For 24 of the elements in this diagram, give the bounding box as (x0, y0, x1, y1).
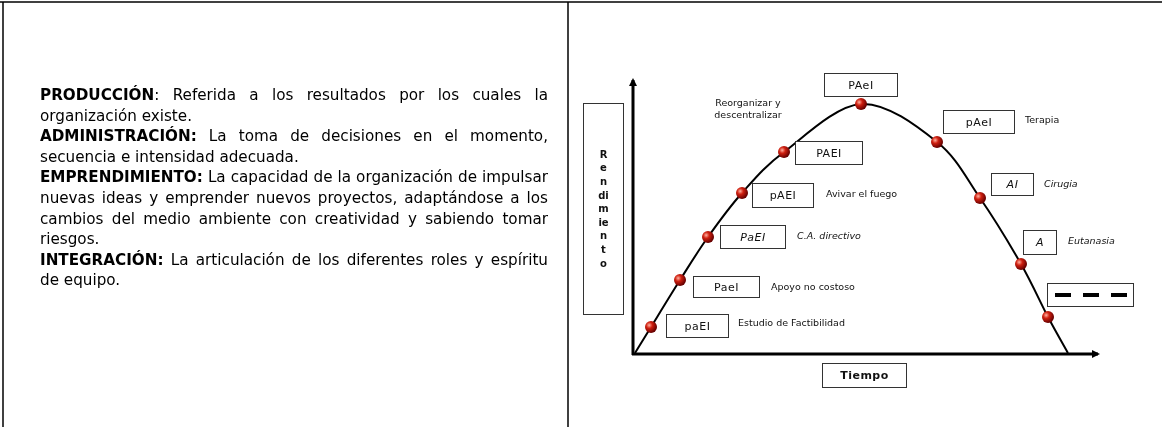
axis-title-box: Tiempo (822, 363, 907, 388)
dash-box (1047, 283, 1134, 307)
code-box: PAeI (824, 73, 898, 97)
stage-caption: Terapia (1025, 114, 1060, 126)
definition-text: PRODUCCIÓN: Referida a los resultados por los cuales la organización existe. (40, 85, 548, 126)
code-box: A (1023, 230, 1057, 255)
code-box: PaeI (693, 276, 760, 298)
axis-title-box: Rendimiento (583, 103, 624, 315)
definition-text: ADMINISTRACIÓN: La toma de decisiones en el momento, secuencia e intensidad adecuada. (40, 126, 548, 168)
stage-caption: Cirugia (1044, 178, 1078, 190)
stage-caption: Apoyo no costoso (771, 281, 855, 293)
definition-text: INTEGRACIÓN: La articulación de los diferentes roles y espíritu de equipo. (40, 249, 548, 291)
stage-caption: Estudio de Factibilidad (738, 317, 845, 329)
stage-caption: Eutanasia (1068, 235, 1115, 247)
stage-caption: Avivar el fuego (826, 188, 898, 200)
stage-caption: Reorganizar y descentralizar (713, 97, 783, 121)
code-box: paEI (666, 314, 729, 338)
code-box: AI (991, 173, 1034, 196)
code-box: PAEI (795, 141, 863, 165)
definition-text: EMPRENDIMIENTO: La capacidad de la organización de impulsar nuevas ideas y emprender nuevos proyectos, adaptándose a los cambios del medio ambiente con creatividad y sabiendo tomar riesgos. (40, 167, 548, 250)
code-box: pAeI (943, 110, 1015, 134)
stage-caption: C.A. directivo (797, 230, 861, 242)
code-box: PaEI (720, 225, 786, 249)
code-box: pAEI (752, 183, 814, 208)
